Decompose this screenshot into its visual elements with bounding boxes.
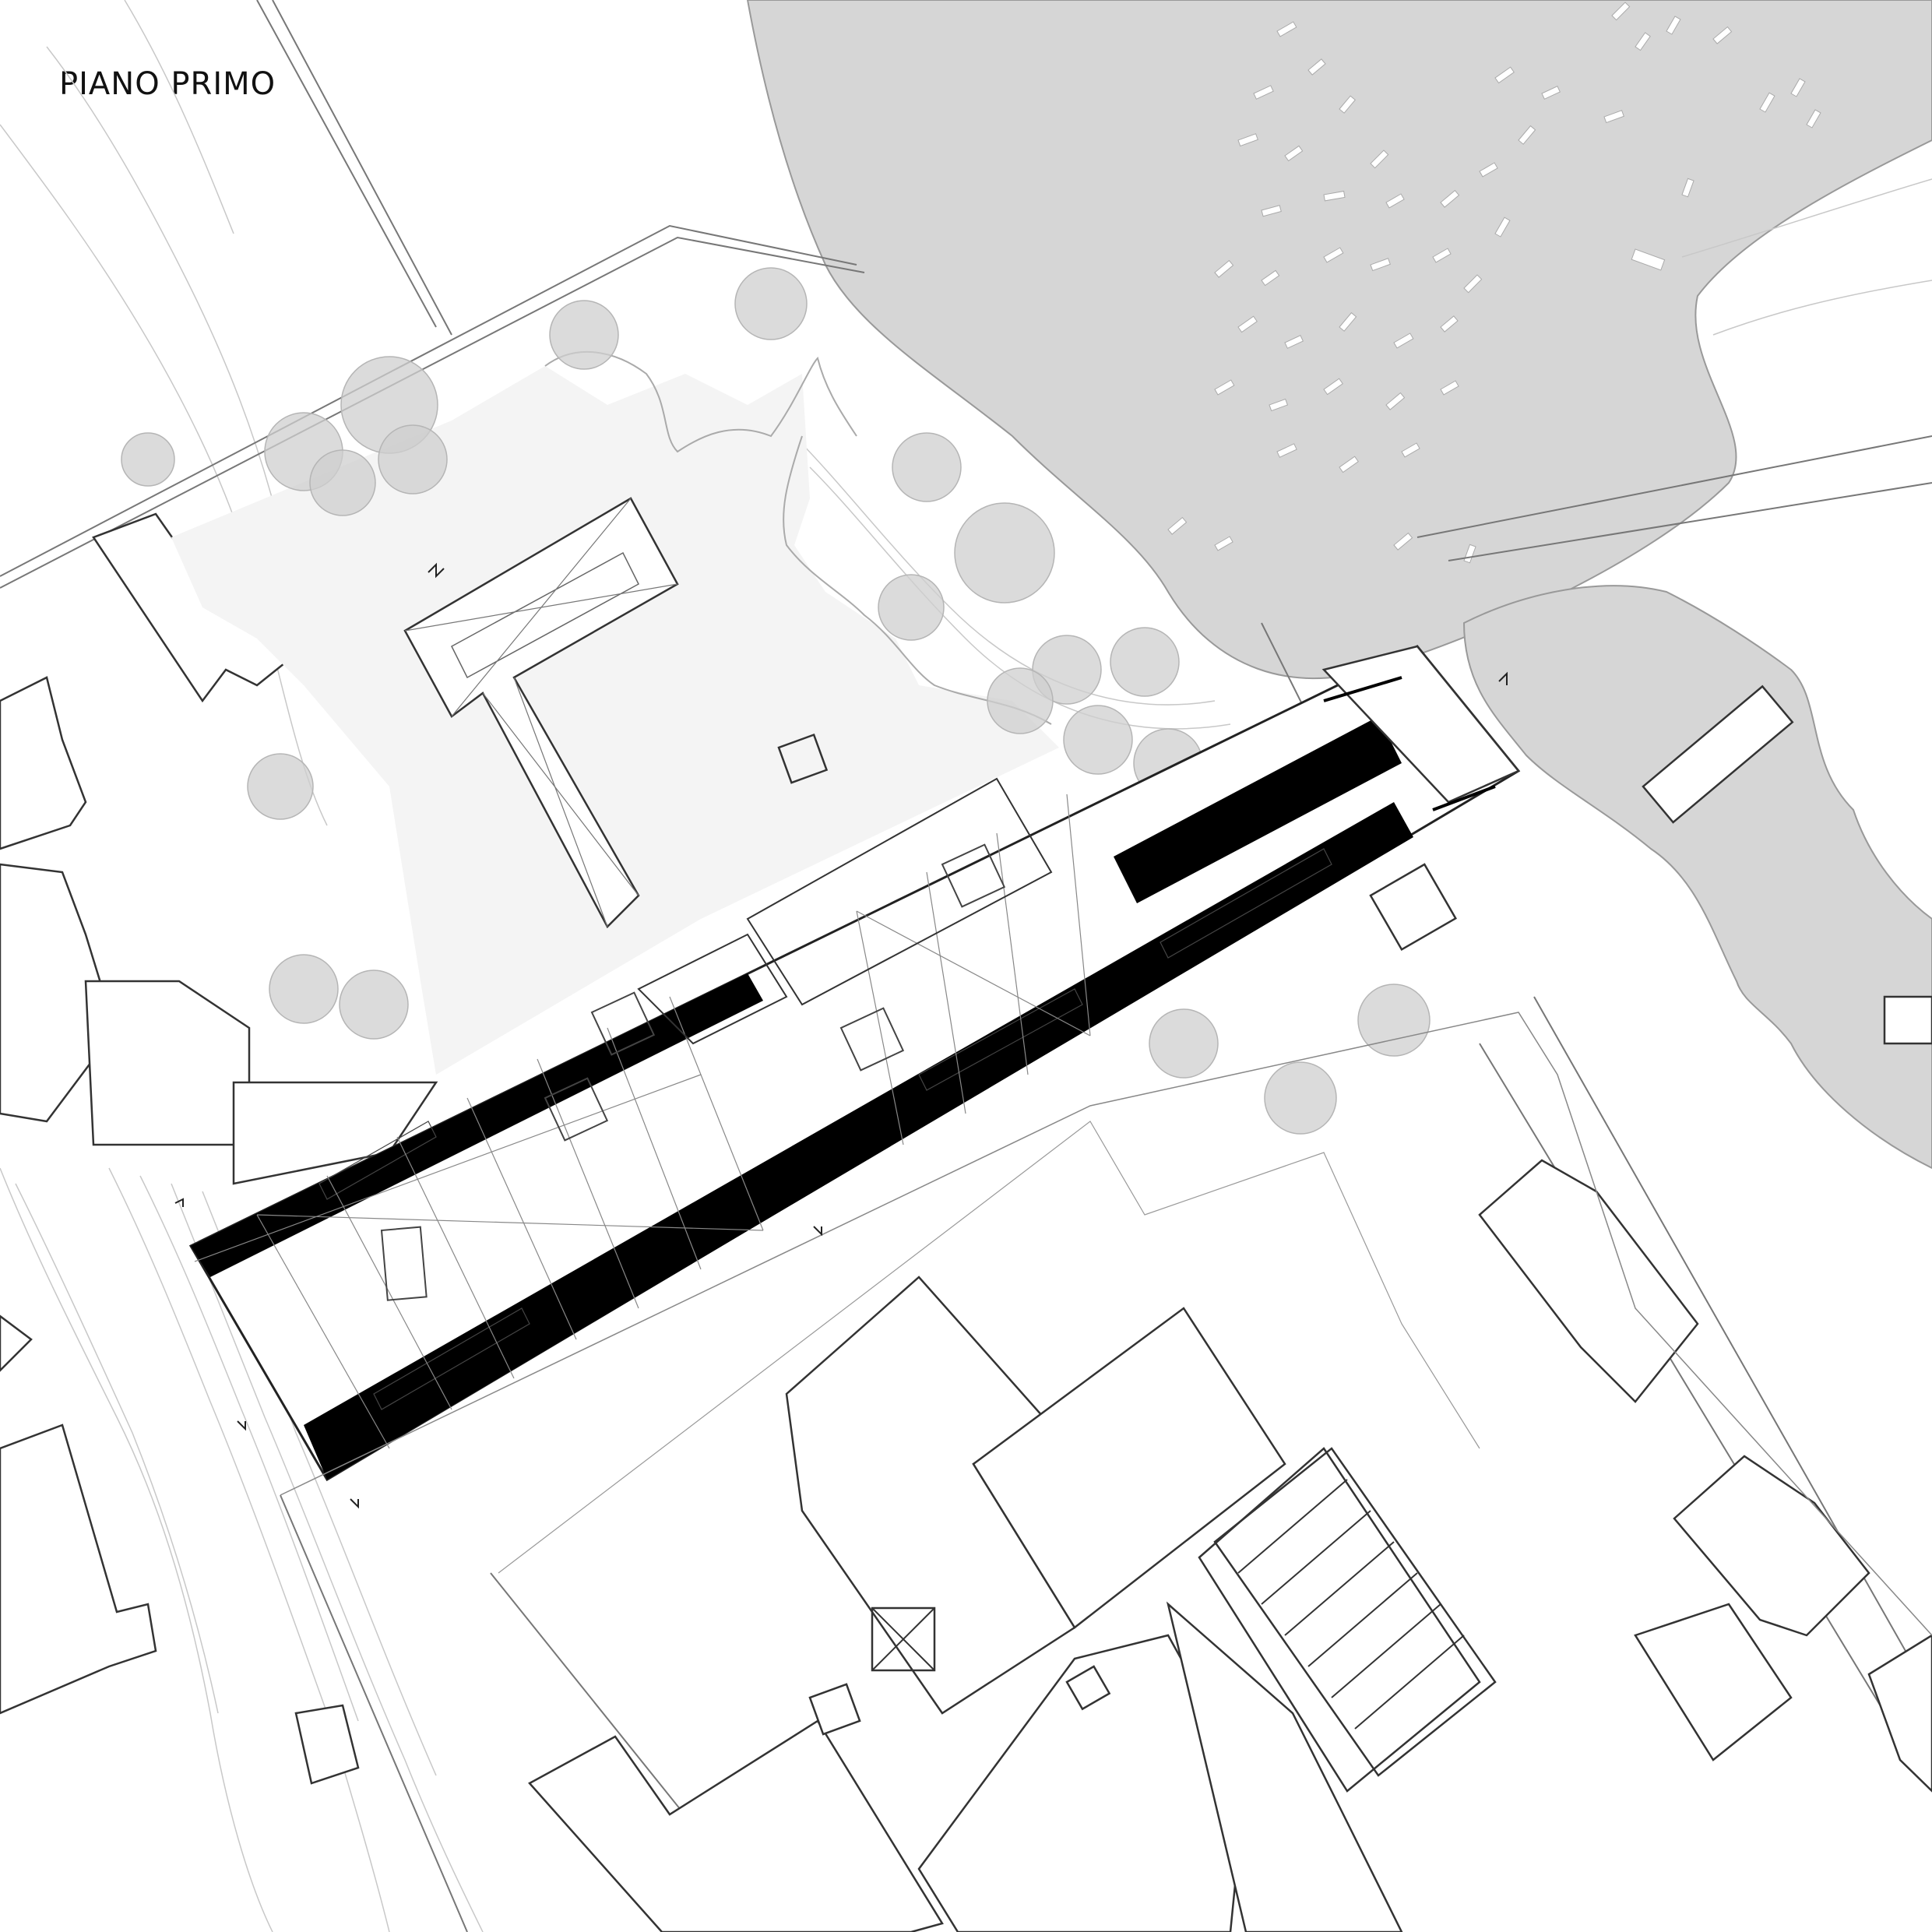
courtyard-surface bbox=[171, 366, 1059, 1075]
wall-band-north bbox=[191, 973, 763, 1277]
building-top-left bbox=[0, 676, 87, 850]
plaza-outline-inner bbox=[498, 1121, 1480, 1574]
north-wing bbox=[403, 497, 829, 929]
city-block-h bbox=[1867, 1634, 1932, 1793]
building-left-mid bbox=[0, 1314, 33, 1372]
east-terrace bbox=[1321, 645, 1932, 1045]
harbor-right bbox=[1462, 585, 1932, 1170]
hedges bbox=[544, 350, 1052, 725]
building-block-left bbox=[84, 980, 251, 1146]
east-box bbox=[746, 777, 1053, 1006]
wall-band-south bbox=[304, 802, 1413, 1480]
connector-box bbox=[637, 933, 788, 1045]
city-block-c bbox=[1198, 1447, 1481, 1793]
small-square-a bbox=[808, 1683, 861, 1736]
structural-grid bbox=[194, 794, 1091, 1449]
left-buildings bbox=[0, 512, 438, 1785]
kiosk-square bbox=[871, 1606, 936, 1672]
section-markers bbox=[174, 562, 1508, 1509]
city-block-large-a bbox=[528, 1719, 944, 1932]
main-building bbox=[188, 645, 1521, 1482]
water-areas bbox=[746, 0, 1932, 1170]
trees bbox=[121, 267, 1431, 1135]
small-square-b bbox=[1065, 1665, 1111, 1711]
building-left-low bbox=[0, 1423, 157, 1715]
city-block-d bbox=[917, 1634, 1248, 1932]
city-block-e bbox=[1166, 1601, 1403, 1932]
stairs bbox=[318, 848, 1332, 1410]
city-block-i bbox=[1634, 1603, 1793, 1761]
inner-features bbox=[380, 843, 1006, 1301]
city-block-g bbox=[1673, 1455, 1870, 1637]
wall-band-east bbox=[1114, 716, 1402, 903]
lake-main bbox=[746, 0, 1932, 680]
building-small-left bbox=[294, 1704, 360, 1785]
city-block-stripes bbox=[1213, 1447, 1497, 1777]
floor-plan-title: PIANO PRIMO bbox=[59, 66, 276, 102]
city-blocks bbox=[528, 1159, 1932, 1932]
city-block-f bbox=[1478, 1159, 1699, 1403]
city-block-b bbox=[972, 1307, 1286, 1629]
boats bbox=[1167, 2, 1821, 564]
block-stripes bbox=[1237, 1479, 1465, 1730]
plaza-outline bbox=[280, 1012, 1932, 1636]
